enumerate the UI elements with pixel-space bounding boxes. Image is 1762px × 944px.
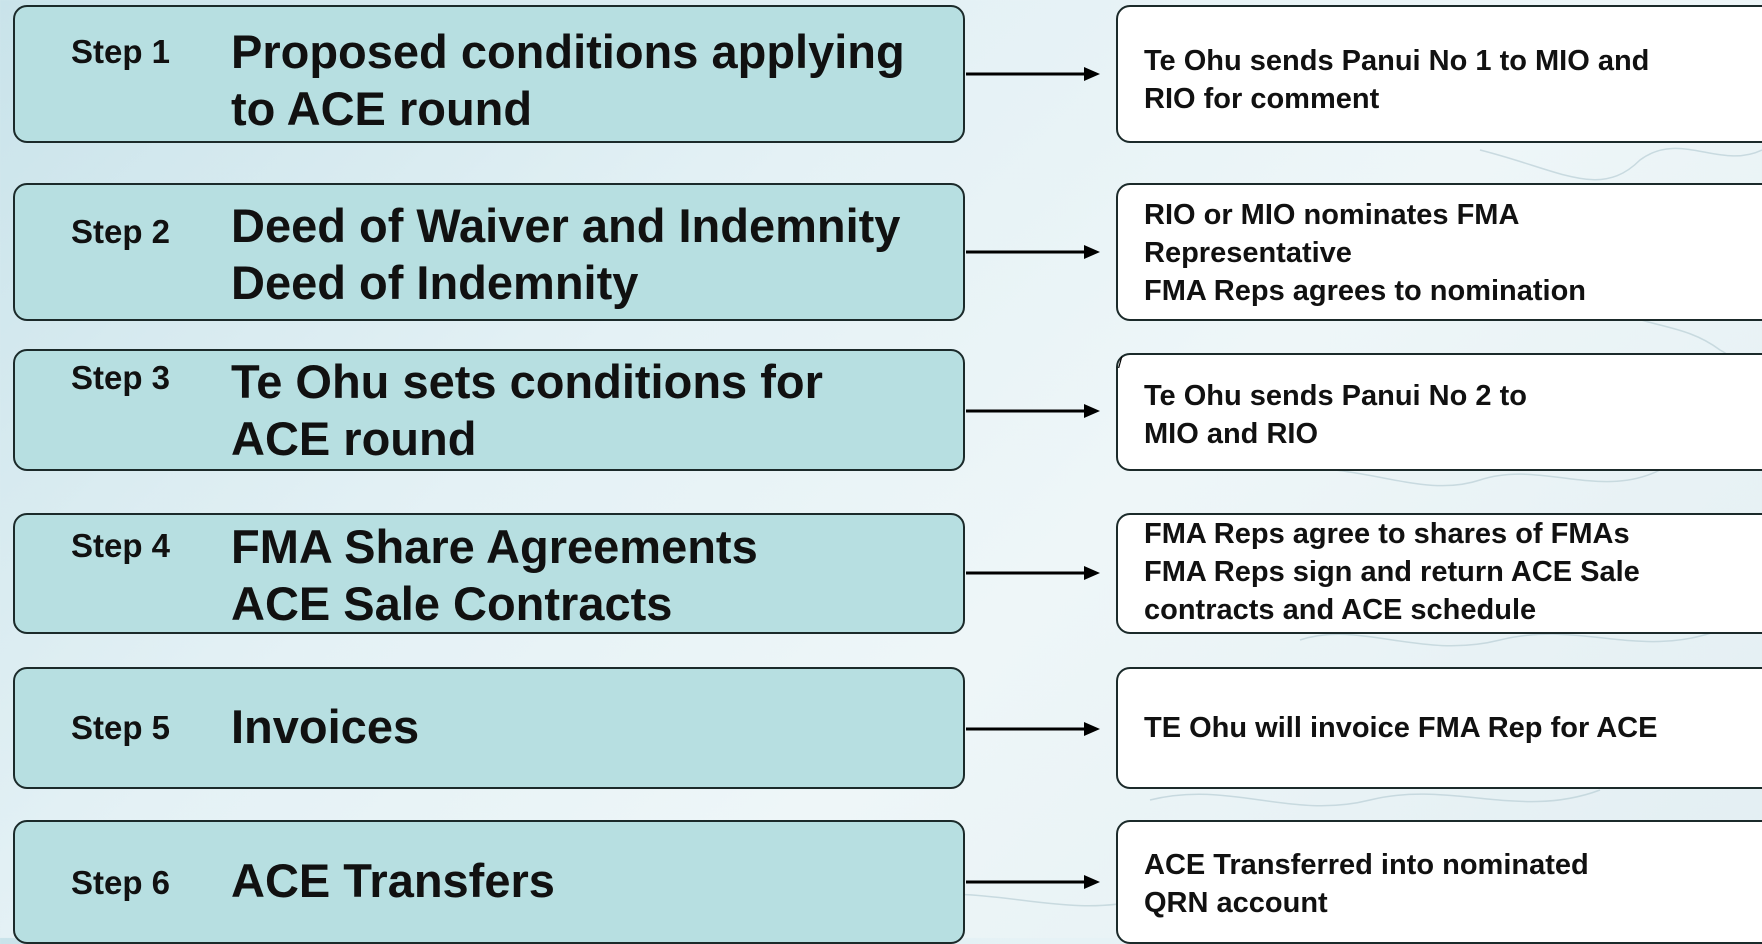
step-4-arrow — [966, 566, 1100, 580]
step-6-description-line-1: ACE Transferred into nominated — [1144, 849, 1589, 881]
step-4-description: FMA Reps agree to shares of FMAs FMA Rep… — [1144, 515, 1640, 629]
step-6-description: ACE Transferred into nominated QRN accou… — [1144, 846, 1589, 922]
step-2-title-line-2: Deed of Indemnity — [231, 256, 639, 309]
step-6-arrow — [966, 875, 1100, 889]
step-1-title: Proposed conditions applying to ACE roun… — [231, 23, 905, 137]
step-2-description-line-1: RIO or MIO nominates FMA — [1144, 199, 1520, 231]
step-5-description-line-1: TE Ohu will invoice FMA Rep for ACE — [1144, 712, 1658, 744]
step-5-label: Step 5 — [71, 709, 171, 746]
step-5-title: Invoices — [231, 698, 419, 755]
step-4-description-line-1: FMA Reps agree to shares of FMAs — [1144, 518, 1630, 550]
step-4-title-line-2: ACE Sale Contracts — [231, 577, 673, 630]
step-2-box: Step 2 Deed of Waiver and Indemnity Deed… — [13, 183, 965, 321]
step-4-box: Step 4 FMA Share Agreements ACE Sale Con… — [13, 513, 965, 634]
step-1-arrow — [966, 67, 1100, 81]
step-2-arrow — [966, 245, 1100, 259]
step-4-description-line-2: FMA Reps sign and return ACE Sale — [1144, 556, 1640, 588]
step-2-description: RIO or MIO nominates FMA Representative … — [1144, 196, 1586, 310]
step-3-title-line-1: Te Ohu sets conditions for — [231, 355, 823, 408]
step-3-box: Step 3 Te Ohu sets conditions for ACE ro… — [13, 349, 965, 471]
step-3-title-line-2: ACE round — [231, 412, 477, 465]
step-5-description-box: TE Ohu will invoice FMA Rep for ACE — [1116, 667, 1762, 789]
step-2-description-line-3: FMA Reps agrees to nomination — [1144, 275, 1587, 307]
step-1-title-line-1: Proposed conditions applying — [231, 25, 905, 78]
step-4-label: Step 4 — [71, 527, 171, 564]
step-3-description-line-1: Te Ohu sends Panui No 2 to — [1144, 380, 1527, 412]
step-6-title: ACE Transfers — [231, 852, 555, 909]
step-2-description-box: RIO or MIO nominates FMA Representative … — [1116, 183, 1762, 321]
step-4-title: FMA Share Agreements ACE Sale Contracts — [231, 518, 758, 632]
step-3-description-line-2: MIO and RIO — [1144, 418, 1318, 450]
step-4-title-line-1: FMA Share Agreements — [231, 520, 758, 573]
step-4-description-box: FMA Reps agree to shares of FMAs FMA Rep… — [1116, 513, 1762, 634]
step-6-title-line-1: ACE Transfers — [231, 854, 555, 907]
step-1-description-box: Te Ohu sends Panui No 1 to MIO and RIO f… — [1116, 5, 1762, 143]
step-1-description-line-1: Te Ohu sends Panui No 1 to MIO and — [1144, 45, 1650, 77]
step-1-description-line-2: RIO for comment — [1144, 83, 1380, 115]
step-2-title-line-1: Deed of Waiver and Indemnity — [231, 199, 901, 252]
step-1-title-line-2: to ACE round — [231, 82, 533, 135]
step-5-box: Step 5 Invoices — [13, 667, 965, 789]
step-5-description: TE Ohu will invoice FMA Rep for ACE — [1144, 709, 1657, 747]
step-2-description-line-2: Representative — [1144, 237, 1352, 269]
step-3-description: Te Ohu sends Panui No 2 to MIO and RIO — [1144, 377, 1527, 453]
step-5-title-line-1: Invoices — [231, 700, 420, 753]
step-6-box: Step 6 ACE Transfers — [13, 820, 965, 944]
step-5-arrow — [966, 722, 1100, 736]
step-6-label: Step 6 — [71, 864, 171, 901]
step-3-arrow — [966, 404, 1100, 418]
step-2-title: Deed of Waiver and Indemnity Deed of Ind… — [231, 197, 900, 311]
step-1-description: Te Ohu sends Panui No 1 to MIO and RIO f… — [1144, 42, 1649, 118]
step-4-description-line-3: contracts and ACE schedule — [1144, 594, 1537, 626]
step-1-box: Step 1 Proposed conditions applying to A… — [13, 5, 965, 143]
step-6-description-box: ACE Transferred into nominated QRN accou… — [1116, 820, 1762, 944]
step-6-description-line-2: QRN account — [1144, 887, 1328, 919]
step-1-label: Step 1 — [71, 33, 171, 70]
step-3-description-box: / Te Ohu sends Panui No 2 to MIO and RIO — [1116, 353, 1762, 471]
step-2-label: Step 2 — [71, 213, 171, 250]
step-3-title: Te Ohu sets conditions for ACE round — [231, 353, 823, 467]
step-3-label: Step 3 — [71, 359, 171, 396]
